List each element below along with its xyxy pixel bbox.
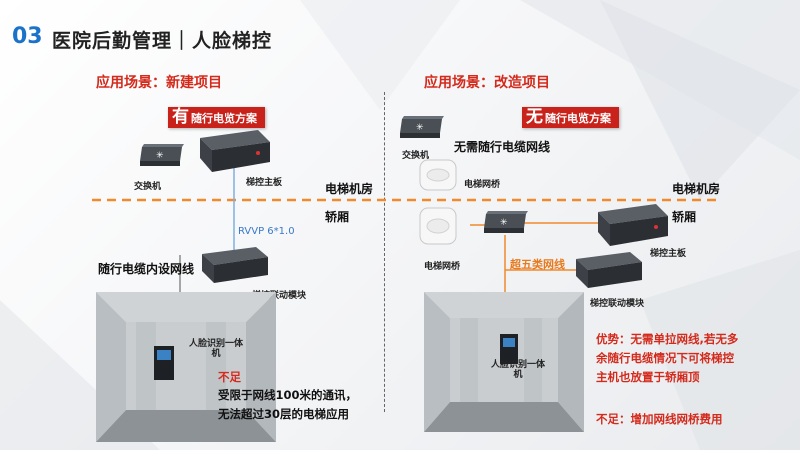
controller-board-icon: [200, 130, 270, 172]
rvvp-label: RVVP 6*1.0: [238, 226, 295, 237]
left-car-label: 轿厢: [325, 210, 350, 224]
right-face-label: 人脸识别一体机: [490, 360, 545, 380]
cat5-label: 超五类网线: [510, 258, 565, 271]
left-board-label: 梯控主板: [246, 178, 283, 188]
left-deficit-title: 不足: [218, 370, 241, 384]
switch-icon: ✳: [400, 116, 444, 138]
left-switch-label: 交换机: [134, 182, 162, 192]
bridge-bottom-label: 电梯网桥: [424, 262, 461, 272]
advantage-line-1: 优势：无需单拉网线,若无多: [596, 332, 739, 346]
right-cable-badge: 无 随行电览方案: [522, 107, 619, 128]
svg-text:✳: ✳: [416, 123, 424, 133]
wireless-bridge-icon: [419, 159, 457, 191]
switch-icon: ✳: [140, 144, 184, 166]
advantage-line-2: 余随行电缆情况下可将梯控: [596, 351, 734, 365]
elevator-car-right: [424, 292, 584, 432]
center-divider: [384, 92, 385, 412]
right-module-label: 梯控联动模块: [590, 299, 645, 309]
svg-text:✳: ✳: [500, 218, 508, 228]
page-title: 医院后勤管理｜人脸梯控: [52, 30, 273, 52]
no-cable-label: 无需随行电缆网线: [454, 140, 551, 154]
left-badge-big: 有: [172, 107, 189, 127]
section-number: 03: [12, 24, 43, 49]
left-cable-badge: 有 随行电览方案: [168, 107, 265, 128]
right-scene-title: 应用场景：改造项目: [424, 75, 550, 91]
switch-icon: ✳: [484, 211, 528, 233]
elevator-car-left: [96, 292, 276, 442]
right-machine-room: 电梯机房: [672, 182, 721, 196]
advantage-line-3: 主机也放置于轿厢顶: [596, 370, 700, 384]
left-badge-text: 随行电览方案: [191, 111, 257, 125]
right-deficit: 不足：增加网线网桥费用: [596, 412, 723, 426]
inner-wire-label: 随行电缆内设网线: [98, 262, 195, 276]
left-deficit-line-1: 受限于网线100米的通讯，: [218, 388, 358, 402]
right-badge-big: 无: [526, 107, 543, 127]
svg-text:✳: ✳: [156, 151, 164, 161]
right-badge-text: 随行电览方案: [545, 111, 611, 125]
right-car-label: 轿厢: [672, 210, 697, 224]
left-face-label: 人脸识别一体机: [188, 339, 243, 359]
right-board-label: 梯控主板: [650, 249, 687, 259]
right-switch-label: 交换机: [402, 151, 430, 161]
left-scene-title: 应用场景：新建项目: [96, 75, 222, 91]
left-deficit-line-2: 无法超过30层的电梯应用: [218, 407, 350, 421]
linkage-module-icon: [202, 247, 268, 283]
bridge-top-label: 电梯网桥: [464, 180, 501, 190]
left-machine-room: 电梯机房: [325, 182, 374, 196]
wireless-bridge-icon: [419, 207, 457, 245]
linkage-module-icon: [576, 252, 642, 288]
controller-board-icon: [598, 204, 668, 246]
left-module-label: 梯控联动模块: [252, 291, 307, 301]
